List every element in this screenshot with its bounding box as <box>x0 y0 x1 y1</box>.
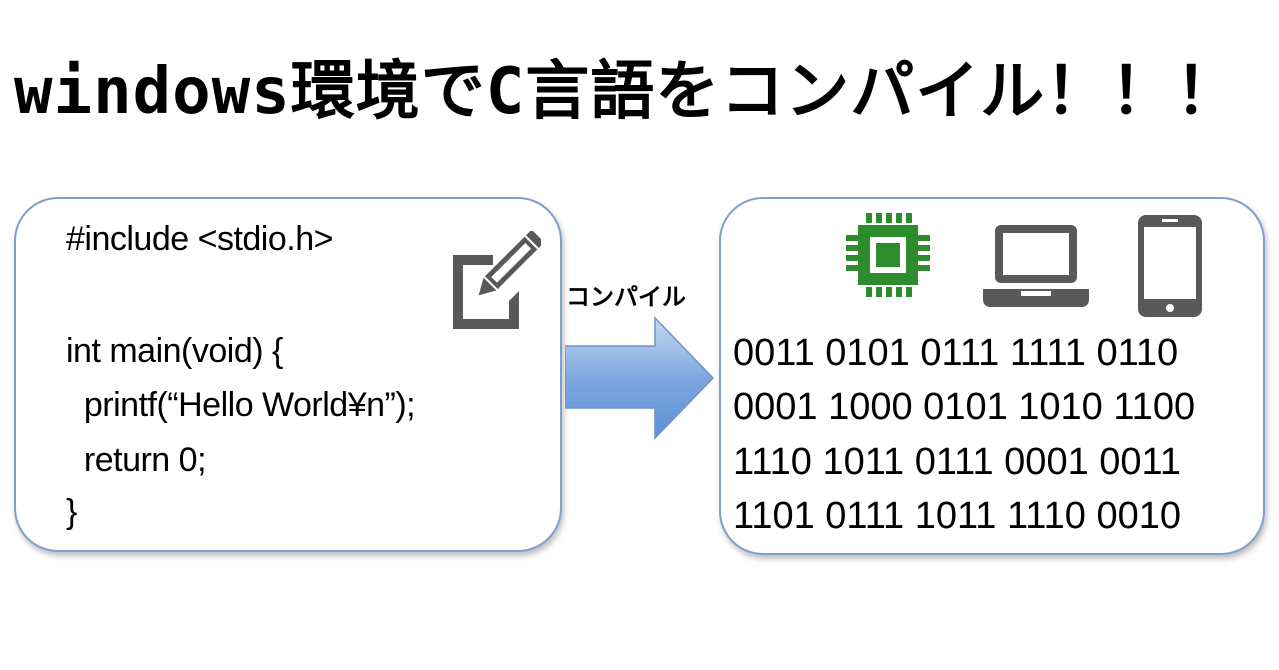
source-code-panel: #include <stdio.h> int main(void) { prin… <box>14 197 562 552</box>
code-line-include: #include <stdio.h> <box>66 220 333 258</box>
compile-label: コンパイル <box>566 283 686 311</box>
code-line-return: return 0; <box>66 441 207 479</box>
laptop-icon <box>983 225 1089 307</box>
microchip-icon <box>846 213 930 297</box>
binary-row: 0001 1000 0101 1010 1100 <box>733 386 1196 428</box>
binary-row: 0011 0101 0111 1111 0110 <box>733 332 1179 374</box>
code-line-printf: printf(“Hello World¥n”); <box>66 386 416 424</box>
binary-row: 1110 1011 0111 0001 0011 <box>733 441 1181 483</box>
page-title: windows環境でC言語をコンパイル！！！ <box>14 55 1241 129</box>
edit-document-icon <box>453 231 541 329</box>
binary-row: 1101 0111 1011 1110 0010 <box>733 495 1181 537</box>
smartphone-icon <box>1138 215 1202 317</box>
code-line-main: int main(void) { <box>66 332 283 370</box>
machine-code-panel: 0011 0101 0111 1111 0110 0001 1000 0101 … <box>719 197 1265 555</box>
compile-arrow <box>565 316 715 440</box>
code-line-close-brace: } <box>66 493 77 531</box>
